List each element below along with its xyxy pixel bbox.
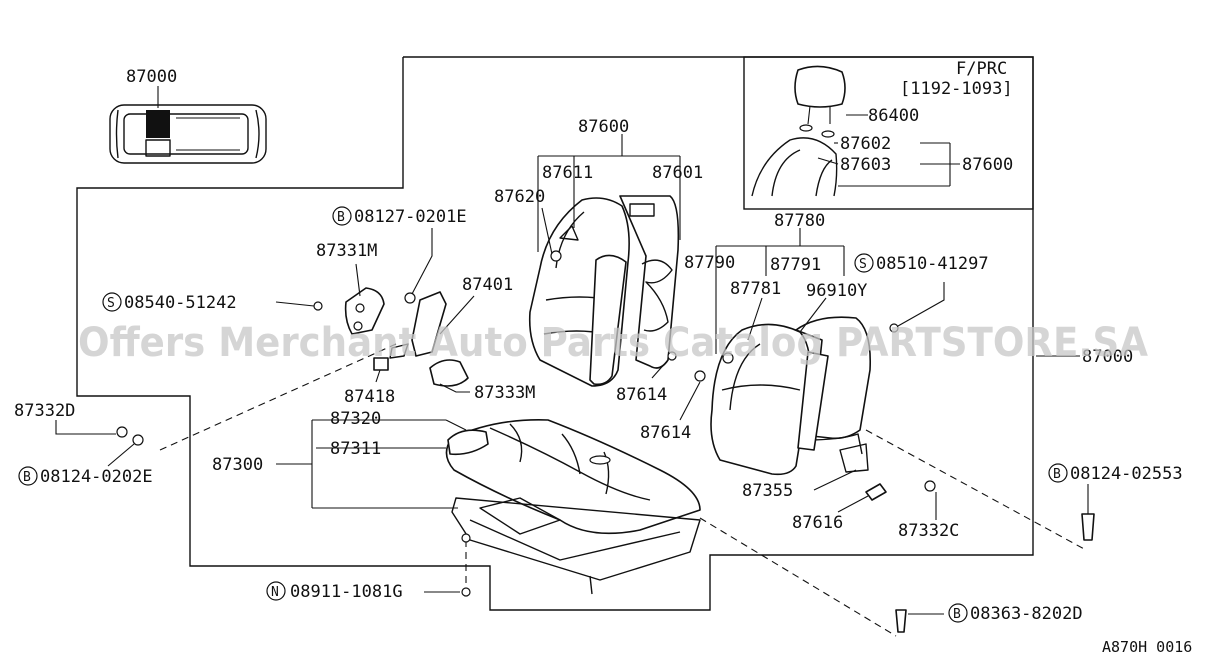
seat-cushion — [445, 419, 701, 595]
label-87780: 87780 — [774, 211, 825, 231]
label-87611: 87611 — [542, 163, 593, 183]
label-87616: 87616 — [792, 513, 843, 533]
svg-text:B: B — [23, 470, 31, 485]
inset-label-87603: 87603 — [840, 155, 891, 175]
svg-text:B: B — [337, 210, 345, 225]
fastener-b-08127-code: 08127-0201E — [354, 207, 467, 227]
label-87000-right: 87000 — [1082, 347, 1133, 367]
label-87401: 87401 — [462, 275, 513, 295]
label-87614-b: 87614 — [640, 423, 691, 443]
label-87614-a: 87614 — [616, 385, 667, 405]
fastener-n-08911-code: 08911-1081G — [290, 582, 403, 602]
label-87418: 87418 — [344, 387, 395, 407]
label-87332d: 87332D — [14, 401, 75, 421]
fastener-b-08124-02553: B 08124-02553 — [1048, 463, 1183, 484]
fastener-n-08911: N 08911-1081G — [266, 581, 403, 602]
inset-label-87600: 87600 — [962, 155, 1013, 175]
label-87332c: 87332C — [898, 521, 959, 541]
svg-text:N: N — [271, 585, 279, 600]
label-96910y: 96910Y — [806, 281, 867, 301]
inset-frame — [743, 56, 1034, 210]
inset-headrest — [751, 65, 846, 197]
label-87600: 87600 — [578, 117, 629, 137]
fastener-b-08124-0202e-code: 08124-0202E — [40, 467, 153, 487]
label-87791: 87791 — [770, 255, 821, 275]
label-87331m: 87331M — [316, 241, 377, 261]
label-87320: 87320 — [330, 409, 381, 429]
label-87790: 87790 — [684, 253, 735, 273]
fastener-s-08540: S 08540-51242 — [102, 292, 237, 313]
inset-label-86400: 86400 — [868, 106, 919, 126]
fastener-b-08363-code: 08363-8202D — [970, 604, 1083, 624]
figure-code: A870H 0016 — [1102, 638, 1192, 656]
rear-seat-back — [710, 316, 872, 476]
inset-date-range: [1192-1093] — [900, 79, 1013, 99]
label-87355: 87355 — [742, 481, 793, 501]
label-87333m: 87333M — [474, 383, 535, 403]
svg-text:S: S — [859, 257, 867, 272]
inset-label-87602: 87602 — [840, 134, 891, 154]
fastener-s-08540-code: 08540-51242 — [124, 293, 237, 313]
recliner-mechanism — [313, 287, 469, 387]
label-87601: 87601 — [652, 163, 703, 183]
inset-title: F/PRC — [956, 59, 1007, 79]
label-87781: 87781 — [730, 279, 781, 299]
label-87300: 87300 — [212, 455, 263, 475]
svg-text:S: S — [107, 296, 115, 311]
watermark: Offers Merchant Auto Parts Catalog PARTS… — [78, 320, 1148, 366]
label-87000-vehicle: 87000 — [126, 67, 177, 87]
fastener-b-08363: B 08363-8202D — [948, 603, 1083, 624]
vehicle-locator — [109, 104, 267, 164]
label-87620: 87620 — [494, 187, 545, 207]
svg-text:B: B — [953, 607, 961, 622]
assembly-boundary — [76, 56, 1034, 611]
seat-back-assembly — [528, 195, 680, 387]
fastener-b-08124-0202e: B 08124-0202E — [18, 466, 153, 487]
fastener-s-08510: S 08510-41297 — [854, 253, 989, 274]
fastener-s-08510-code: 08510-41297 — [876, 254, 989, 274]
fastener-b-08127: B 08127-0201E — [332, 206, 467, 227]
label-87311: 87311 — [330, 439, 381, 459]
fastener-b-08124-02553-code: 08124-02553 — [1070, 464, 1183, 484]
svg-text:B: B — [1053, 467, 1061, 482]
seat-position-highlight — [146, 110, 170, 138]
